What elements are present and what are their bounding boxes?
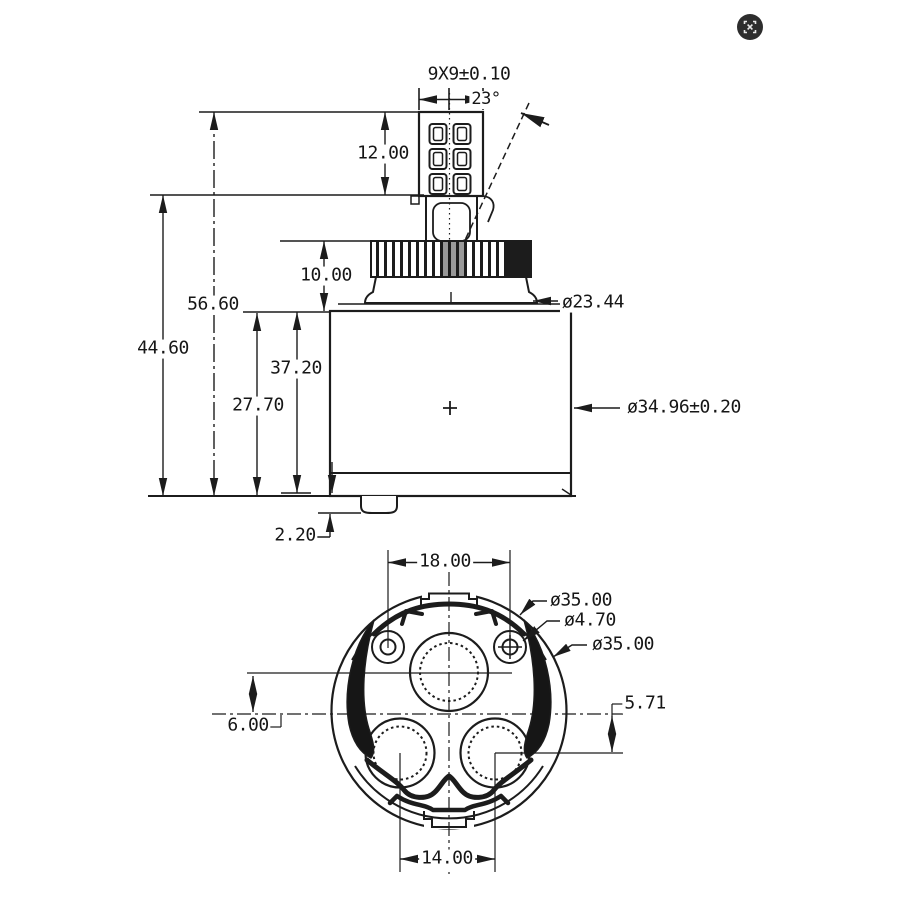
- right-mount-hole-crosshair: [498, 635, 522, 659]
- dim-angle-label: 23°: [469, 89, 503, 110]
- spline-holes: [428, 123, 472, 195]
- leader-dia47: [522, 620, 560, 642]
- crop-frame-icon: [737, 14, 763, 40]
- dia-35-base-label: ø35.00: [589, 633, 657, 655]
- dia-47-label: ø4.70: [562, 609, 618, 631]
- center-mark: [443, 401, 457, 415]
- dim-10-label: 10.00: [298, 264, 354, 286]
- spline-holes-inner: [432, 126, 468, 192]
- leader-dia35-outer: [519, 598, 547, 616]
- stem: [410, 110, 495, 242]
- dim-14-label: 14.00: [419, 847, 475, 869]
- leader-dia35-base: [552, 643, 587, 658]
- dim-44-label: 44.60: [135, 337, 191, 359]
- dim-18-label: 18.00: [417, 550, 473, 572]
- crop-frame-badge-button[interactable]: [736, 13, 764, 41]
- dia-collar-label: ø23.44: [559, 291, 627, 313]
- top-index-tab: [420, 592, 478, 606]
- dim-37-label: 37.20: [268, 357, 324, 379]
- dim-6-label: 6.00: [225, 714, 271, 736]
- right-wing: [523, 619, 552, 759]
- cartridge-body: [328, 309, 573, 498]
- dim-220-label: 2.20: [272, 524, 318, 546]
- left-mount-boss: [371, 630, 405, 664]
- left-wing: [346, 619, 375, 759]
- top-port-seal: [419, 642, 479, 702]
- dia-35-outer-label: ø35.00: [547, 589, 615, 611]
- bottom-right-port-seal: [467, 725, 523, 781]
- knurled-ring: [370, 240, 532, 278]
- mounting-holes: [371, 630, 527, 664]
- dim-12-label: 12.00: [355, 142, 411, 164]
- dim-56-label: 56.60: [185, 293, 241, 315]
- inner-rim-arc-bottom: [354, 765, 544, 820]
- dim-27-label: 27.70: [230, 394, 286, 416]
- base-heavy-profile: [346, 601, 552, 813]
- water-ports: [364, 631, 531, 789]
- left-mount-hole: [379, 638, 397, 656]
- dim-spline-label: 9X9±0.10: [425, 63, 513, 85]
- right-mount-boss: [493, 630, 527, 664]
- bottom-view-drawing: [212, 550, 627, 874]
- dim-571-label: 5.71: [622, 692, 668, 714]
- base-plug: [360, 496, 398, 514]
- angle-arrow-arm: [520, 112, 550, 128]
- dia-body-label: ø34.96±0.20: [625, 396, 743, 418]
- top-port: [408, 631, 490, 713]
- angle-reference-dashed-line: [451, 102, 530, 269]
- side-view-drawing: [148, 88, 620, 538]
